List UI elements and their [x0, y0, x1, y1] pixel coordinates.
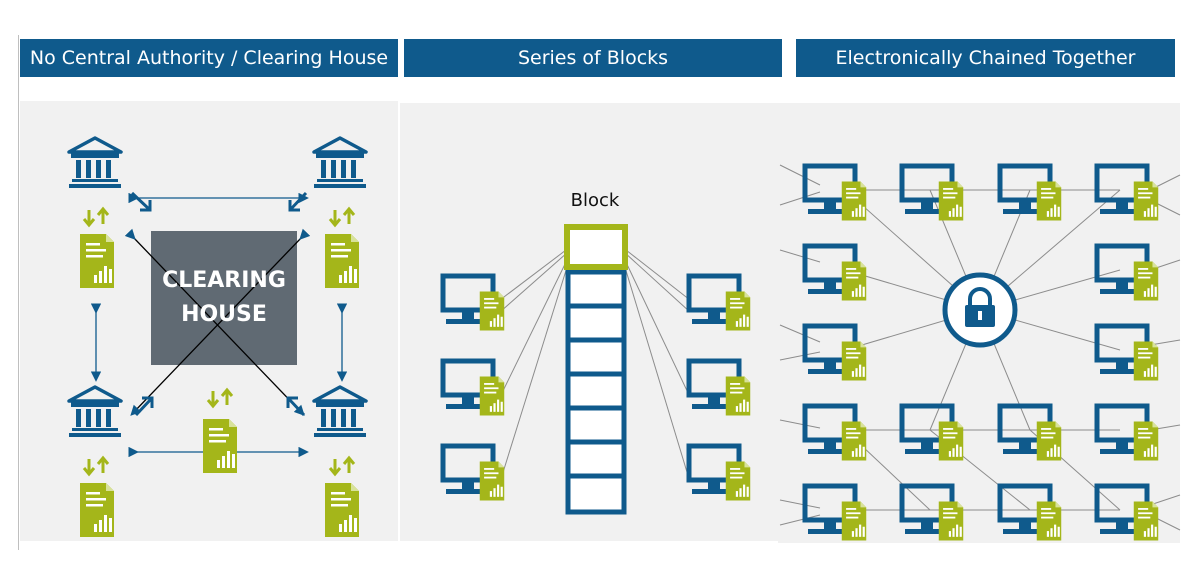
lock-node [942, 272, 1018, 348]
monitor-icon [805, 486, 866, 540]
monitor-icon [1097, 486, 1158, 540]
monitor-icon [689, 446, 750, 500]
monitor-icon [805, 406, 866, 460]
document-icon [80, 234, 114, 288]
monitor-icon [1097, 246, 1158, 300]
arrow-pair-icon [82, 207, 110, 227]
monitor-icon [443, 276, 504, 330]
monitor-icon [902, 406, 963, 460]
left-divider [18, 35, 19, 550]
bank-link-arrows [90, 192, 348, 458]
monitor-icon [1000, 406, 1061, 460]
corner-arrows [130, 191, 308, 417]
header-chained-together: Electronically Chained Together [796, 39, 1175, 77]
header-central-authority: No Central Authority / Clearing House [20, 39, 398, 77]
document-icon [203, 419, 237, 473]
document-icon [80, 483, 114, 537]
monitor-icon [689, 361, 750, 415]
monitor-icon [1097, 166, 1158, 220]
clearing-house-line1: CLEARING [162, 268, 286, 293]
document-icon [325, 483, 359, 537]
header-series-of-blocks: Series of Blocks [404, 39, 782, 77]
block-label: Block [570, 190, 620, 211]
monitor-icon [1097, 326, 1158, 380]
clearing-house-label: CLEARING HOUSE [151, 231, 297, 365]
monitor-icon [1000, 166, 1061, 220]
document-icon [325, 234, 359, 288]
block-connection-lines [499, 249, 691, 483]
monitor-icon [1097, 406, 1158, 460]
monitor-icon [805, 246, 866, 300]
monitor-icon [805, 166, 866, 220]
monitor-icon [902, 486, 963, 540]
bank-icon [67, 385, 123, 439]
arrow-pair-icon [82, 456, 110, 476]
monitor-icon [902, 166, 963, 220]
arrow-pair-icon [328, 456, 356, 476]
monitor-icon [443, 361, 504, 415]
bank-icon [67, 136, 123, 190]
arrow-pair-icon [328, 207, 356, 227]
monitor-icon [689, 276, 750, 330]
bank-icon [312, 385, 368, 439]
monitor-icon [1000, 486, 1061, 540]
block-chain-stack [565, 269, 627, 515]
monitor-icon [443, 446, 504, 500]
crossed-out-lines [124, 228, 311, 416]
bank-icon [312, 136, 368, 190]
clearing-house-line2: HOUSE [181, 302, 267, 327]
new-block [564, 224, 628, 270]
arrow-pair-icon [206, 388, 234, 408]
